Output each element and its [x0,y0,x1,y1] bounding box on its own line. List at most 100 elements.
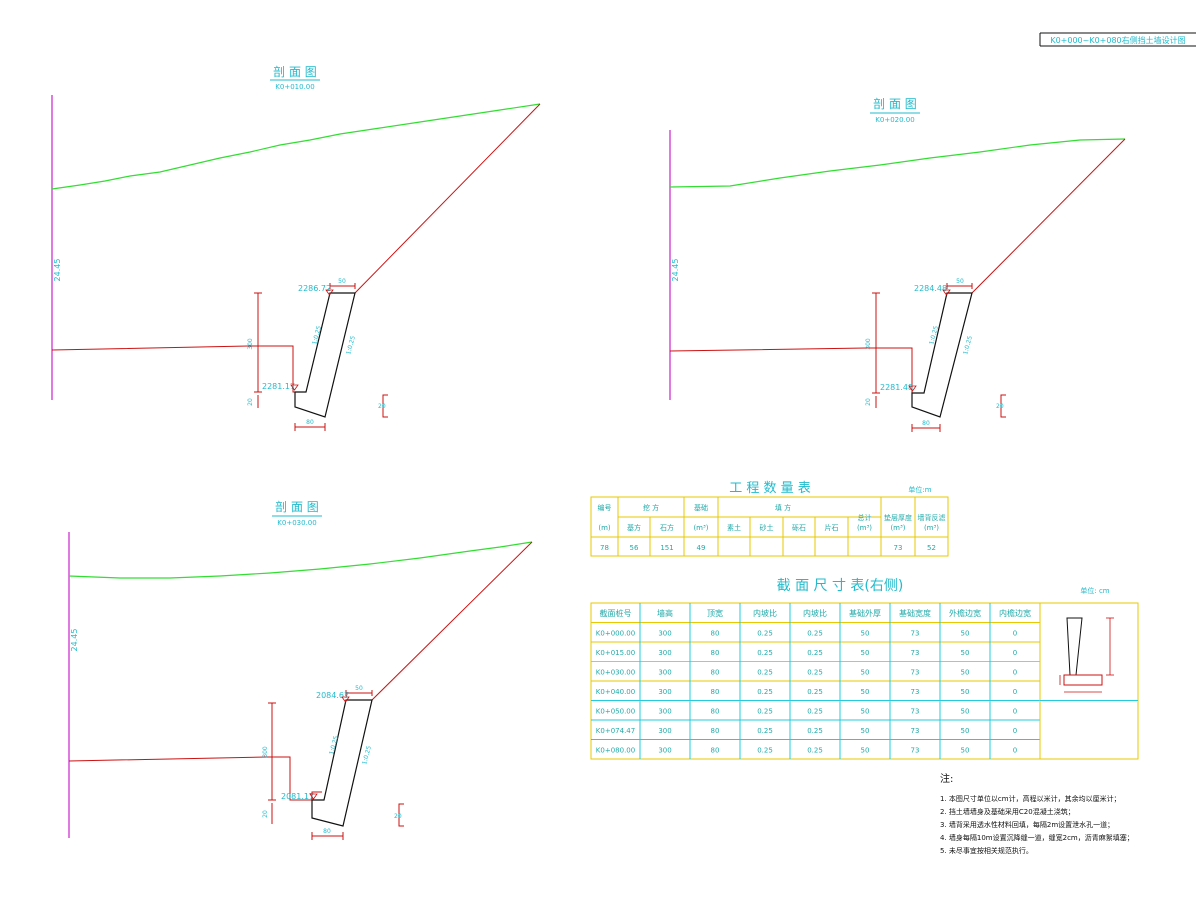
quantity-header-cell: 总计 [858,513,872,522]
section-data-cell: 80 [711,630,720,638]
section-data-cell: 80 [711,708,720,716]
section-data-cell: 80 [711,669,720,677]
section-3-top-elev: 2084.67 [316,691,349,700]
section-1-dim-small: 20 [247,398,254,406]
section-1-dim-height: 300 [247,338,254,350]
section-2-ground-line [669,138,1126,188]
quantity-data-cell: 151 [660,544,673,552]
section-data-cell: K0+015.00 [596,649,635,657]
notes: 注: 1. 本图尺寸单位以cm计，高程以米计，其余均以厘米计；2. 挡土墙墙身及… [940,772,1134,855]
section-1-base-elev: 2281.17 [262,382,295,391]
section-3-height-label: 24.45 [70,629,79,652]
quantity-data-cell: 56 [630,544,639,552]
section-2-dim-base: 20 [996,403,1004,410]
section-header-cell: 外檐边宽 [949,608,981,618]
quantity-table: 工 程 数 量 表 单位:m 编号挖 方基础填 方总计垫层厚度墙背反滤(m)基方… [590,481,949,557]
section-data-cell: 80 [711,649,720,657]
section-data-cell: K0+080.00 [596,747,635,755]
section-3-base-elev: 2081.17 [281,792,314,801]
section-2-dim-top: 50 [956,278,964,285]
section-2-dim-bottom: 80 [922,420,930,427]
section-1-slope-inner: 1:0.25 [311,325,323,346]
section-3-dim-top: 50 [355,685,363,692]
section-header-cell: 墙高 [657,608,673,618]
section-3-dim-small: 20 [262,810,269,818]
section-data-cell: 73 [911,747,920,755]
section-2-dim-height: 300 [865,338,872,350]
section-data-cell: 73 [911,669,920,677]
section-data-cell: 50 [961,649,970,657]
section-data-cell: 0 [1013,747,1017,755]
section-3-marker [398,803,404,827]
section-2-marker [1000,394,1006,418]
section-data-cell: 0.25 [757,708,773,716]
section-1-top-elev: 2286.72 [298,284,331,293]
section-data-cell: 0.25 [807,727,823,735]
section-data-cell: 50 [861,727,870,735]
section-data-cell: K0+040.00 [596,688,635,696]
note-item: 2. 挡土墙墙身及基础采用C20混凝土浇筑； [940,807,1075,816]
section-data-cell: 0 [1013,669,1017,677]
section-data-cell: 0.25 [757,747,773,755]
section-header-cell: 顶宽 [707,608,723,618]
quantity-header-cell: 墙背反滤 [918,513,946,522]
section-2-slope-outer: 1:0.25 [962,335,974,356]
section-header-cell: 基础宽度 [899,608,931,618]
section-data-cell: 50 [961,747,970,755]
section-data-cell: 50 [861,669,870,677]
quantity-header-cell: 基方 [627,523,641,532]
section-data-cell: 0.25 [807,708,823,716]
section-data-cell: 73 [911,649,920,657]
section-data-cell: 50 [961,708,970,716]
section-data-cell: 0.25 [807,669,823,677]
quantity-header-cell: (m³) [924,524,939,532]
section-2-subtitle: K0+020.00 [875,116,914,124]
section-2-title: 剖 面 图 [873,97,917,111]
section-1-title: 剖 面 图 [273,65,317,79]
section-data-cell: 0.25 [757,688,773,696]
section-3-dim-base: 20 [394,813,402,820]
quantity-header-cell: 填 方 [775,503,791,512]
section-data-cell: 300 [658,747,671,755]
quantity-header-cell: 片石 [825,523,839,532]
section-1-marker [382,394,388,418]
section-1-dim-top: 50 [338,278,346,285]
section-data-cell: K0+074.47 [596,727,635,735]
section-1-ground-line [51,103,541,190]
section-3-excavation-line [68,756,322,801]
section-data-cell: 300 [658,669,671,677]
section-2: 剖 面 图 K0+020.00 24.45 50 2284.48 300 20 … [669,97,1126,432]
section-data-cell: 0.25 [807,688,823,696]
quantity-header-cell: 砾石 [792,523,806,532]
section-3-title: 剖 面 图 [275,500,319,514]
quantity-data-cell: 49 [697,544,706,552]
note-item: 5. 未尽事宜按相关规范执行。 [940,846,1033,855]
section-data-cell: 50 [961,688,970,696]
section-3-slope-inner: 1:0.25 [328,735,340,756]
section-data-cell: 80 [711,688,720,696]
section-1-cut-slope [354,103,541,294]
section-data-cell: 73 [911,688,920,696]
section-2-dim-small: 20 [865,398,872,406]
section-header-cell: 内檐边宽 [999,608,1031,618]
section-data-cell: K0+000.00 [596,630,635,638]
section-data-cell: 50 [861,747,870,755]
section-data-cell: K0+030.00 [596,669,635,677]
title-block: K0+000~K0+080右侧挡土墙设计图 [1039,32,1196,47]
section-1-subtitle: K0+010.00 [275,83,314,91]
section-2-height-label: 24.45 [671,259,680,282]
section-data-cell: 0.25 [807,630,823,638]
note-item: 1. 本图尺寸单位以cm计，高程以米计，其余均以厘米计； [940,794,1121,803]
section-data-cell: 0 [1013,727,1017,735]
section-3: 剖 面 图 K0+030.00 24.45 50 2084.67 300 20 … [68,500,533,840]
section-data-cell: 0.25 [757,630,773,638]
section-data-cell: 50 [861,649,870,657]
section-data-cell: 0 [1013,708,1017,716]
section-data-cell: 300 [658,688,671,696]
section-data-cell: 0 [1013,630,1017,638]
note-item: 4. 墙身每隔10m设置沉降缝一道，缝宽2cm，沥青麻絮填塞； [940,833,1134,842]
section-1-slope-outer: 1:0.25 [345,335,357,356]
section-size-table: 截 面 尺 寸 表(右侧) 单位: cm 截面桩号墙高顶宽内坡比内坡比基础外厚基… [590,578,1139,760]
section-data-cell: 73 [911,708,920,716]
